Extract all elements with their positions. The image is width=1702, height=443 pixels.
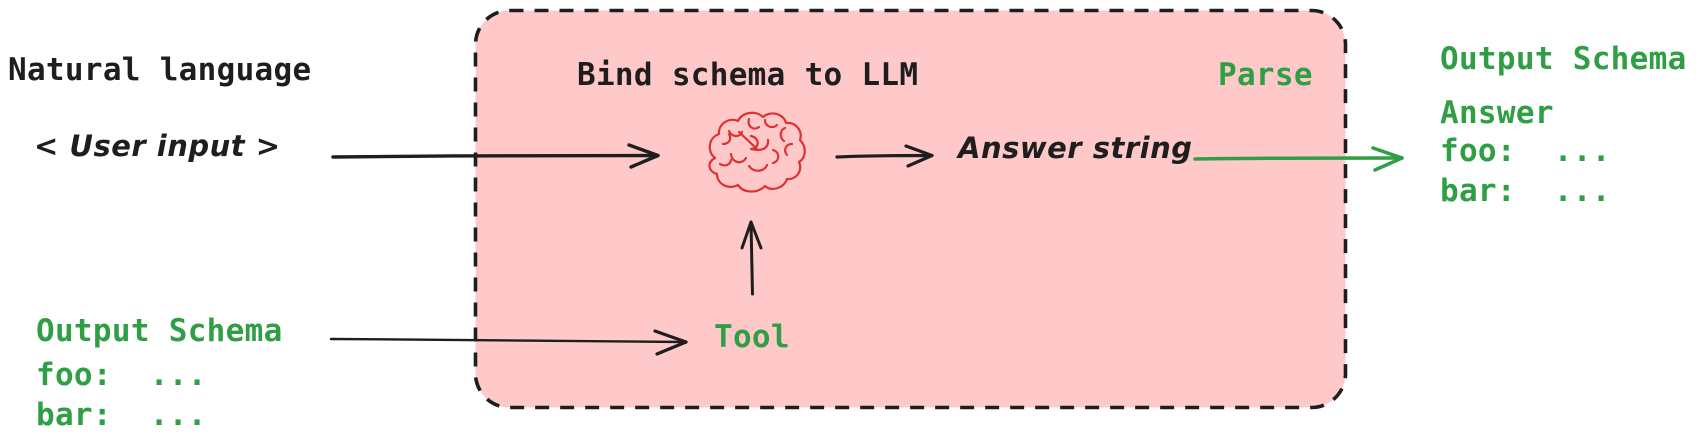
output-schema-title-left: Output Schema (36, 313, 283, 349)
foo-line-right: foo: ... (1440, 133, 1611, 169)
user-input-value: < User input > (34, 129, 281, 163)
bar-line-left: bar: ... (36, 397, 207, 433)
tool-label: Tool (714, 319, 790, 355)
bind-schema-title: Bind schema to LLM (577, 57, 919, 93)
output-schema-title-right: Output Schema (1440, 41, 1687, 77)
foo-line-left: foo: ... (36, 357, 207, 393)
arrow-parse-output-icon (1193, 146, 1404, 172)
arrow-schema-to-tool-icon (329, 329, 688, 356)
brain-icon (708, 111, 806, 193)
llm-box (473, 8, 1348, 410)
answer-string-label: Answer string (958, 131, 1193, 165)
answer-class-line: Answer (1440, 95, 1554, 131)
natural-language-label: Natural language (8, 52, 312, 88)
arrow-llm-to-answer-icon (835, 144, 934, 168)
bar-line-right: bar: ... (1440, 173, 1611, 209)
parse-label: Parse (1218, 57, 1313, 93)
arrow-tool-to-llm-icon (740, 220, 763, 296)
arrow-input-to-llm-icon (331, 143, 660, 169)
